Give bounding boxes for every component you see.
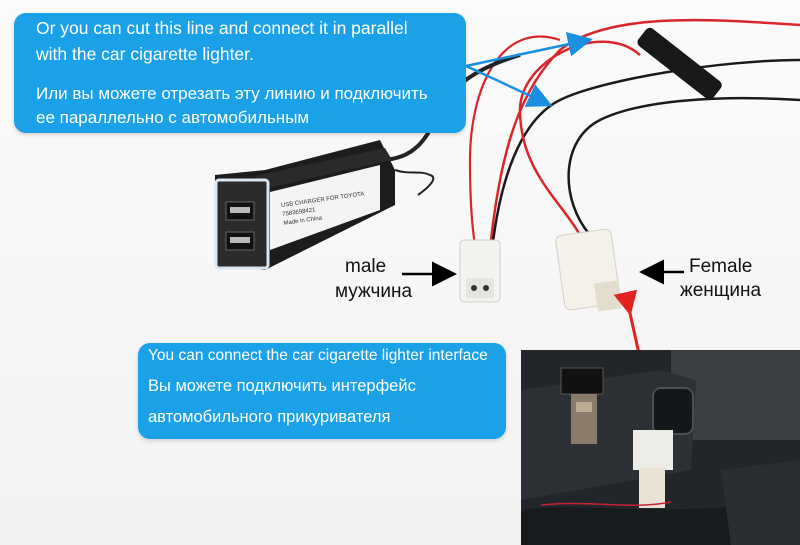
female-connector — [555, 228, 622, 312]
blue-arrow-2 — [465, 64, 553, 107]
male-label-ru: мужчина — [335, 281, 413, 302]
male-connector — [459, 239, 501, 303]
usb-module — [214, 140, 395, 270]
red-wire-female — [518, 40, 641, 236]
red-wire-top — [488, 18, 800, 251]
blue-arrow-1 — [465, 31, 593, 68]
top-callout-line3: Или вы можете отрезать эту линию и подкл… — [36, 84, 428, 103]
top-callout-line2: with the car cigarette lighter. — [36, 44, 254, 64]
black-wire-top — [490, 58, 800, 251]
car-interior-photo — [521, 350, 800, 545]
red-wire-male — [468, 35, 561, 251]
bottom-callout-line1: You can connect the car cigarette lighte… — [148, 347, 488, 364]
top-callout-line1: Or you can cut this line and connect it … — [36, 18, 408, 38]
top-callout-line4: ее параллельно с автомобильным — [36, 108, 310, 127]
bottom-callout: You can connect the car cigarette lighte… — [138, 343, 506, 439]
black-wire-female — [567, 96, 800, 236]
module-lead — [394, 169, 435, 196]
bottom-callout-line3: автомобильного прикуривателя — [148, 408, 391, 426]
bottom-callout-line2: Вы можете подключить интерфейс — [148, 377, 416, 395]
top-callout: Or you can cut this line and connect it … — [14, 13, 466, 133]
female-label: Female — [689, 256, 753, 277]
male-label: male — [345, 256, 387, 277]
fuse-holder — [637, 27, 722, 100]
car-interior-illustration — [521, 350, 800, 545]
female-label-ru: женщина — [680, 280, 762, 301]
